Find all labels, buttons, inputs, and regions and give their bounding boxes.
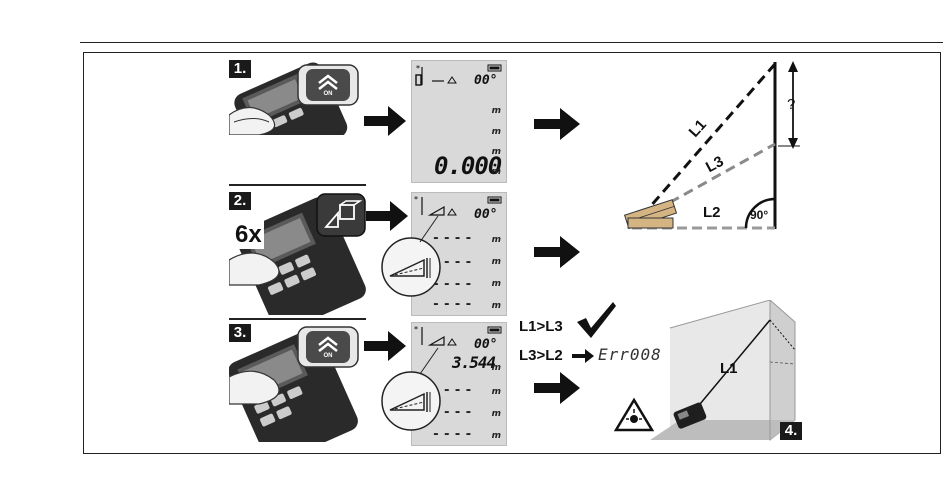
unit-1d: m (492, 167, 501, 177)
trapezoid-mode-icon (316, 193, 366, 237)
callout-line (418, 214, 440, 244)
angle-readout-2: 00° (474, 207, 497, 222)
step-badge-2: 2. (229, 192, 251, 210)
unit-2c: m (492, 279, 501, 289)
function-button-2[interactable] (316, 193, 366, 237)
step-badge-1: 1. (229, 60, 251, 78)
svg-text:*: * (416, 64, 420, 73)
unit-1a: m (492, 106, 501, 116)
arrow-right-icon (571, 348, 595, 364)
arrow-right-icon (364, 200, 410, 232)
callout-line (418, 346, 440, 376)
measurement-value-3: 3.544 (452, 353, 495, 372)
label-l2: L2 (703, 204, 721, 221)
on-label: ON (297, 353, 359, 359)
dash-row: ---- (432, 297, 475, 312)
lcd-display-1: * 00° m m m 0.000 m (411, 60, 507, 183)
on-button-graphic (297, 64, 359, 106)
arrow-right-icon (532, 106, 582, 142)
header-rule (80, 42, 943, 43)
press-count: 6x (233, 221, 264, 249)
step-badge-3: 3. (229, 324, 251, 342)
svg-text:*: * (414, 325, 418, 334)
arrow-right-icon (362, 104, 408, 138)
magnifier-trapezoid-icon (380, 236, 442, 298)
label-right-angle: 90° (750, 208, 768, 222)
angle-readout-3: 00° (474, 337, 497, 352)
step-badge-4: 4. (780, 422, 802, 440)
rule-l3-gt-l2: L3>L2 (519, 347, 563, 364)
on-button-1[interactable]: ON (297, 64, 359, 106)
unit-2b: m (492, 257, 501, 267)
on-button-3[interactable]: ON (297, 326, 359, 368)
on-button-graphic (297, 326, 359, 368)
step-separator (229, 318, 366, 320)
rule-l1-gt-l3: L1>L3 (519, 318, 563, 335)
svg-text:*: * (414, 195, 418, 204)
unit-3a: m (492, 363, 501, 373)
label-unknown-height: ? (787, 96, 795, 113)
magnifier-trapezoid-icon (380, 370, 442, 432)
room-label-l1: L1 (720, 360, 738, 377)
arrow-right-icon (532, 234, 582, 270)
unit-1b: m (492, 127, 501, 137)
step-separator (229, 184, 366, 186)
arrow-right-icon (532, 370, 582, 406)
angle-readout-1: 00° (474, 73, 497, 88)
arrow-right-icon (362, 330, 408, 362)
unit-3b: m (492, 387, 501, 397)
unit-3d: m (492, 431, 501, 441)
unit-2a: m (492, 235, 501, 245)
on-label: ON (297, 91, 359, 97)
unit-2d: m (492, 301, 501, 311)
unit-3c: m (492, 409, 501, 419)
